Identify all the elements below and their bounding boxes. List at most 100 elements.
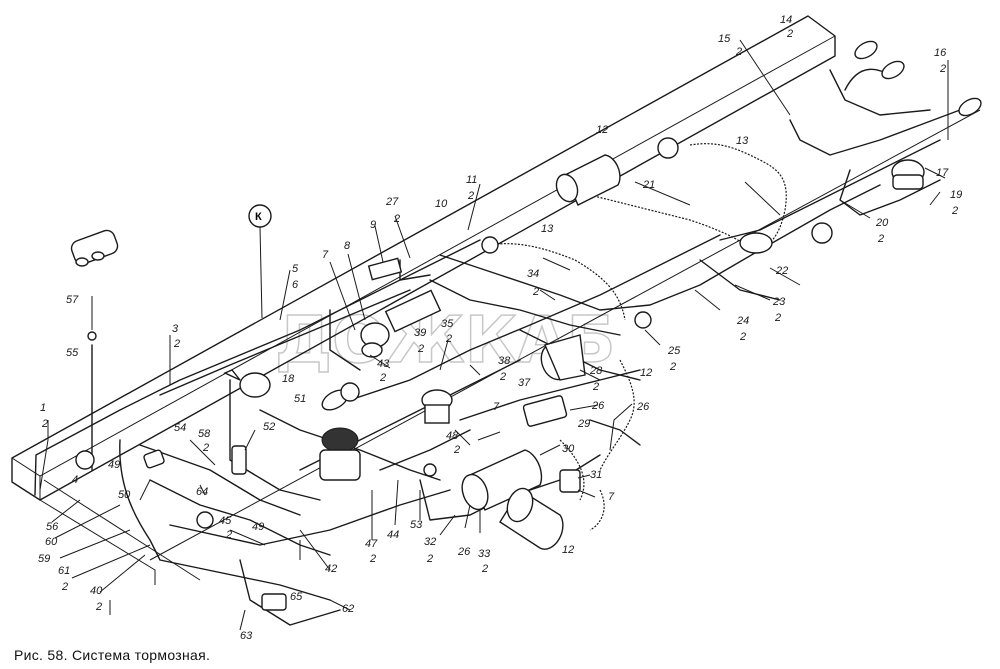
callout-1-qty: 2 (41, 418, 48, 430)
callout-60: 60 (45, 536, 58, 548)
air-receiver-low (499, 487, 564, 550)
brake-valve-51 (321, 427, 359, 453)
callout-38: 38 (498, 355, 511, 367)
air-receiver-cylinder (540, 334, 586, 381)
callout-37: 37 (518, 377, 531, 389)
callout-12a: 12 (596, 124, 608, 136)
callout-51: 51 (294, 393, 306, 405)
callout-23: 23 (772, 296, 786, 308)
callout-59: 59 (38, 553, 50, 565)
callout-42: 42 (325, 563, 337, 575)
callout-39-qty: 2 (417, 343, 424, 355)
callout-15: 15 (718, 33, 731, 45)
callout-38-qty: 2 (499, 371, 506, 383)
callout-61-qty: 2 (61, 581, 68, 593)
callout-45-qty: 2 (225, 529, 232, 541)
callout-labels: 1 2 3 2 4 5 6 7 7 7 8 9 10 11 2 12 12 12… (38, 14, 962, 642)
callout-65: 65 (290, 591, 303, 603)
callout-3: 3 (172, 323, 179, 335)
callout-43: 43 (377, 358, 390, 370)
callout-34: 34 (527, 268, 539, 280)
callout-47-qty: 2 (369, 553, 376, 565)
callout-5: 5 (292, 263, 299, 275)
callout-23-qty: 2 (774, 312, 781, 324)
callout-9: 9 (370, 219, 376, 231)
marker-k-label: К (255, 211, 262, 223)
callout-11: 11 (466, 174, 477, 186)
callout-63: 63 (240, 630, 253, 642)
callout-11-qty: 2 (467, 190, 474, 202)
callout-10: 10 (435, 198, 448, 210)
callout-28: 28 (589, 365, 603, 377)
callout-13a: 13 (736, 135, 749, 147)
callout-27-qty: 2 (393, 213, 400, 225)
callout-49b: 49 (252, 521, 264, 533)
valve-65 (261, 593, 287, 611)
callout-31: 31 (590, 469, 602, 481)
callout-17: 17 (936, 167, 949, 179)
callout-16: 16 (934, 47, 947, 59)
leader-lines (39, 39, 949, 631)
callout-58: 58 (198, 428, 211, 440)
air-receiver-top (555, 154, 621, 206)
callout-33-qty: 2 (481, 563, 488, 575)
callout-18: 18 (282, 373, 295, 385)
callout-48: 48 (446, 430, 459, 442)
flexible-hoses (489, 143, 787, 531)
callout-49a: 49 (108, 459, 120, 471)
valve-4 (75, 450, 95, 470)
callout-44: 44 (387, 529, 399, 541)
callout-24-qty: 2 (739, 331, 746, 343)
callout-1: 1 (40, 402, 46, 414)
callout-32: 32 (424, 536, 436, 548)
callout-26a: 26 (591, 400, 605, 412)
callout-16-qty: 2 (939, 63, 946, 75)
callout-43-qty: 2 (379, 372, 386, 384)
callout-61: 61 (58, 565, 70, 577)
callout-28-qty: 2 (592, 381, 599, 393)
callout-27: 27 (385, 196, 399, 208)
callout-26b: 26 (636, 401, 650, 413)
callout-13b: 13 (541, 223, 554, 235)
callout-29: 29 (577, 418, 590, 430)
callout-12c: 12 (562, 544, 574, 556)
callout-24: 24 (736, 315, 749, 327)
callout-64: 64 (196, 486, 208, 498)
callout-3-qty: 2 (173, 338, 180, 350)
callout-35: 35 (441, 318, 454, 330)
callout-7b: 7 (493, 401, 500, 413)
callout-34-qty: 2 (532, 286, 539, 298)
callout-53: 53 (410, 519, 423, 531)
callout-26c: 26 (457, 546, 471, 558)
callout-25-qty: 2 (669, 361, 676, 373)
callout-20-qty: 2 (877, 233, 884, 245)
callout-8: 8 (344, 240, 351, 252)
callout-55: 55 (66, 347, 79, 359)
valve-block-8 (384, 289, 442, 333)
callout-57: 57 (66, 294, 79, 306)
callout-45: 45 (219, 515, 232, 527)
callout-47: 47 (365, 538, 378, 550)
brake-chamber-22 (739, 232, 773, 254)
callout-19: 19 (950, 189, 962, 201)
callout-22: 22 (775, 265, 788, 277)
callout-15-qty: 2 (735, 46, 742, 58)
callout-21: 21 (642, 179, 655, 191)
callout-48-qty: 2 (453, 444, 460, 456)
callout-14-qty: 2 (786, 28, 793, 40)
callout-50: 50 (118, 489, 131, 501)
callout-56: 56 (46, 521, 59, 533)
callout-40-qty: 2 (95, 601, 102, 613)
callout-33: 33 (478, 548, 491, 560)
callout-39: 39 (414, 327, 426, 339)
callout-12b: 12 (640, 367, 652, 379)
figure-caption: Рис. 58. Система тормозная. (14, 647, 211, 663)
air-receiver-mid (461, 449, 543, 511)
components: К (70, 40, 982, 611)
line-fitting (87, 331, 97, 341)
callout-7c: 7 (608, 491, 615, 503)
callout-52: 52 (263, 421, 275, 433)
callout-62: 62 (342, 603, 354, 615)
callout-7a: 7 (322, 249, 329, 261)
